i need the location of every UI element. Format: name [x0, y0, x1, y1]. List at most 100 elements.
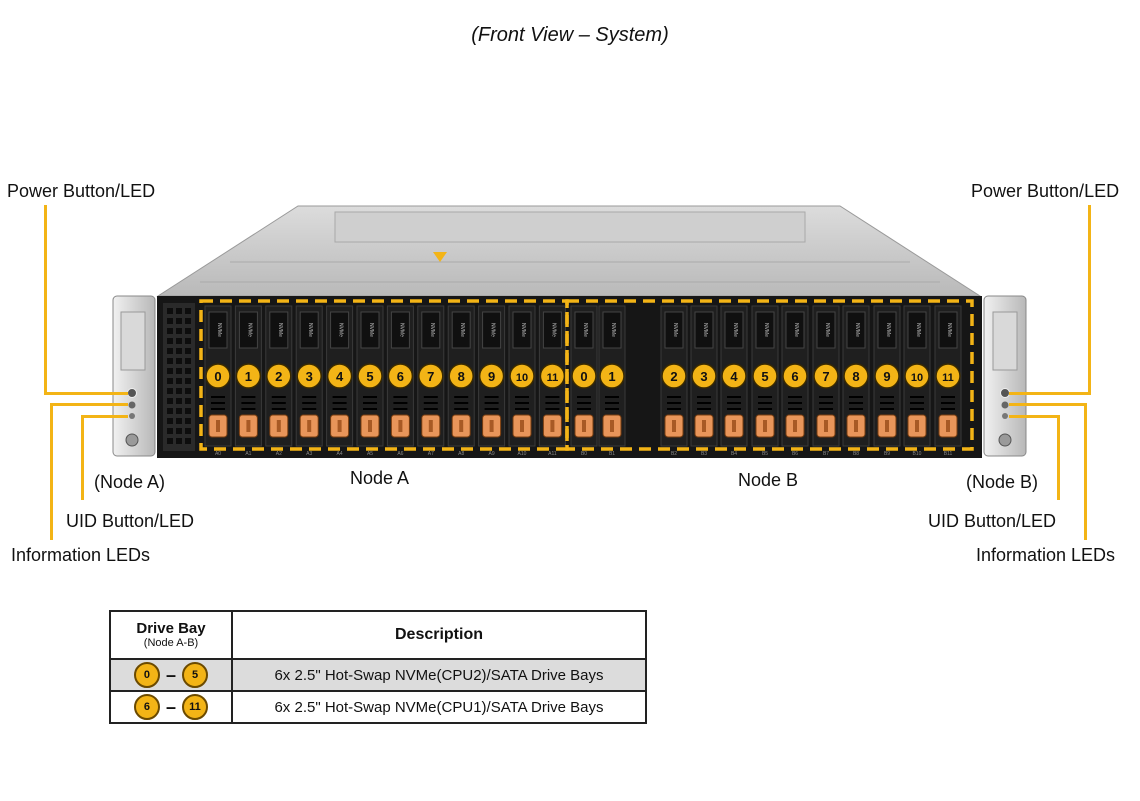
tray-label: NVMe	[459, 323, 465, 337]
bay-number-badge	[418, 363, 444, 389]
bay-slot-label: A3	[306, 451, 312, 457]
bay-number-badge	[813, 363, 839, 389]
bay-number: 3	[700, 369, 707, 384]
uid-button-icon	[128, 401, 136, 409]
bay-slot-label: A5	[367, 451, 373, 457]
legend-row: 0–5 6x 2.5" Hot-Swap NVMe(CPU2)/SATA Dri…	[109, 658, 647, 692]
info-led-icon	[129, 413, 135, 419]
tray-label: NVMe	[277, 323, 283, 337]
bay-number-badge	[874, 363, 900, 389]
tray-label: NVMe	[610, 323, 616, 337]
bay-number-badge	[357, 363, 383, 389]
tray-label: NVMe	[582, 323, 588, 337]
node-b-label: Node B	[738, 470, 799, 490]
bay-number-badge	[661, 363, 687, 389]
rack-screw-icon	[998, 433, 1012, 447]
bay-slot-label: B9	[884, 451, 890, 457]
bay-number-badge	[571, 363, 597, 389]
bay-number: 4	[730, 369, 738, 384]
drive-tray[interactable]: NVMe 5	[356, 305, 384, 447]
node-a-drive-trays: NVMe0NVMe1NVMe2NVMe3NVMe4NVMe5NVMe6NVMe7…	[204, 305, 566, 447]
uid-button-led-label-right: UID Button/LED	[928, 511, 1057, 531]
bay-number: 11	[942, 372, 954, 384]
bay-slot-label: A10	[518, 451, 527, 457]
drive-tray[interactable]: NVMe 8	[447, 305, 475, 447]
bay-badge: 5	[182, 662, 208, 688]
tray-label: NVMe	[246, 323, 252, 337]
uid-right-leader	[1057, 415, 1060, 500]
bay-slot-label: B10	[913, 451, 922, 457]
bay-slot-label: A6	[397, 451, 403, 457]
bay-number-badge	[509, 363, 535, 389]
drive-tray[interactable]: NVMe 1	[234, 305, 262, 447]
tray-label: NVMe	[946, 323, 952, 337]
tray-label: NVMe	[338, 323, 344, 337]
tray-label: NVMe	[824, 323, 830, 337]
bay-number: 8	[852, 369, 859, 384]
bay-slot-label: B6	[792, 451, 798, 457]
bay-number-badge	[296, 363, 322, 389]
drive-tray[interactable]: NVMe 7	[812, 305, 840, 447]
bay-slot-label: B11	[944, 451, 953, 457]
bay-badge: 11	[182, 694, 208, 720]
bay-description-cell: 6x 2.5" Hot-Swap NVMe(CPU1)/SATA Drive B…	[231, 690, 647, 724]
bay-slot-label: A1	[245, 451, 251, 457]
drive-tray[interactable]: NVMe 11	[934, 305, 962, 447]
bay-number-badge	[448, 363, 474, 389]
information-leds-label-right: Information LEDs	[976, 545, 1116, 565]
bay-slot-label: A7	[428, 451, 434, 457]
information-leds-label-left: Information LEDs	[11, 545, 151, 565]
bay-number: 10	[911, 372, 923, 384]
tray-label: NVMe	[520, 323, 526, 337]
bay-slot-label: B4	[731, 451, 737, 457]
top-cover-panel	[334, 211, 806, 243]
node-b-dashed-box	[565, 299, 974, 451]
bay-number: 1	[245, 369, 252, 384]
diagram-title: (Front View – System)	[471, 24, 669, 46]
bay-badge: 0	[133, 662, 160, 688]
bay-slot-label: B8	[853, 451, 859, 457]
bay-number: 6	[397, 369, 404, 384]
bay-number-badge	[478, 363, 505, 389]
legend-row: 6–11 6x 2.5" Hot-Swap NVMe(CPU1)/SATA Dr…	[109, 690, 647, 724]
bay-badge: 6	[133, 694, 160, 720]
tray-label: NVMe	[307, 323, 313, 337]
vent-grille	[163, 303, 195, 451]
bay-number-badge	[539, 363, 566, 389]
bay-number: 7	[427, 369, 434, 384]
bay-number-badge	[904, 363, 930, 389]
node-b-paren-label: (Node B)	[966, 472, 1039, 492]
bay-number: 5	[366, 369, 373, 384]
tray-label: NVMe	[368, 323, 374, 337]
info-left-leader	[50, 403, 53, 540]
drive-bay-legend-table: Drive Bay (Node A-B) Description 0–5 6x …	[109, 610, 647, 724]
uid-left-leader	[81, 415, 84, 500]
node-a-paren-label: (Node A)	[94, 472, 166, 492]
bay-range-cell: 0–5	[109, 658, 233, 692]
bay-number: 2	[670, 369, 677, 384]
info-right-leader	[1084, 403, 1087, 540]
bay-number: 9	[883, 369, 890, 384]
drive-bay-header: Drive Bay (Node A-B)	[109, 610, 233, 660]
bay-number: 8	[458, 369, 465, 384]
bay-number: 7	[822, 369, 829, 384]
